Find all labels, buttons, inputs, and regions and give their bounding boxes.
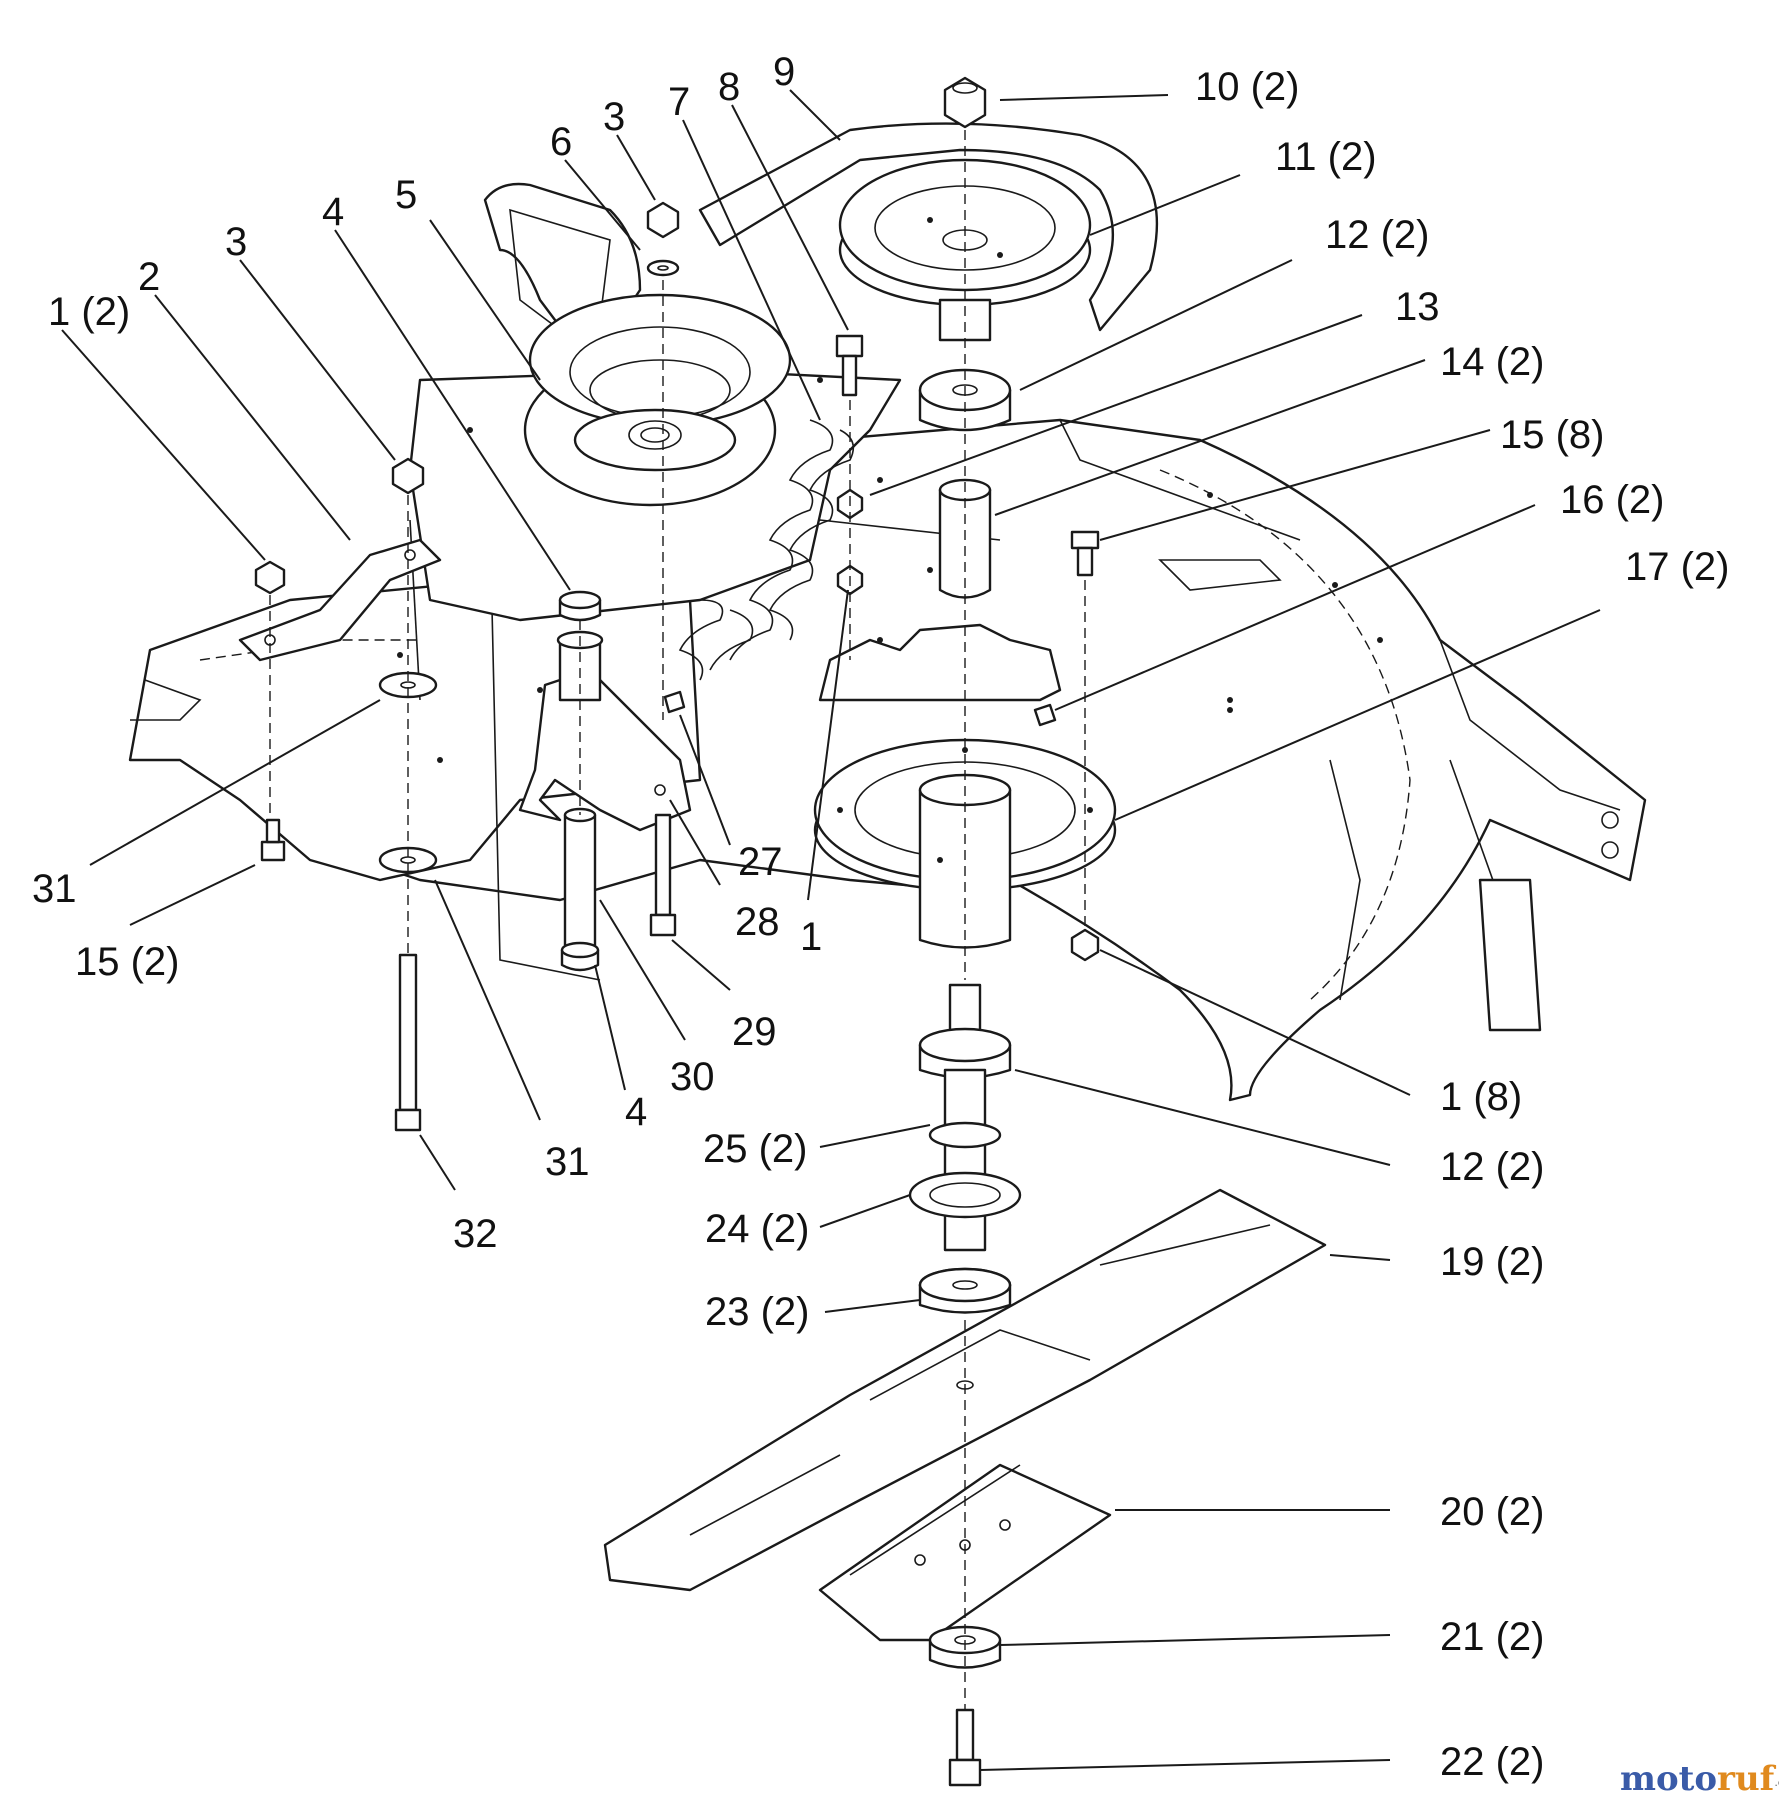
callout-20-2: 20 (2) (1440, 1490, 1545, 1534)
callout-11-2: 11 (2) (1275, 135, 1377, 179)
callout-3-top: 3 (603, 95, 625, 139)
callout-8: 8 (718, 65, 740, 109)
callout-4-top: 4 (322, 190, 344, 234)
callout-22-2: 22 (2) (1440, 1740, 1545, 1784)
callout-23-2: 23 (2) (705, 1290, 810, 1334)
callout-17-2: 17 (2) (1625, 545, 1730, 589)
callout-15-2: 15 (2) (75, 940, 180, 984)
blade-spindle-stack (908, 983, 1022, 1314)
callout-4-bottom: 4 (625, 1090, 647, 1134)
callout-labels: 1 (2) 2 3 4 5 6 3 7 8 9 10 (2) 11 (2) 12… (32, 50, 1730, 1784)
pivot-shaft (560, 807, 600, 972)
watermark-logo: motoruf.de (1620, 1759, 1779, 1799)
leader-lines (61, 89, 1601, 1771)
bushing-top (558, 590, 602, 622)
callout-28: 28 (735, 900, 780, 944)
v-belt (698, 122, 1159, 332)
callout-27: 27 (738, 840, 783, 884)
svg-text:motoruf.de: motoruf.de (1620, 1759, 1779, 1799)
callout-14-2: 14 (2) (1440, 340, 1545, 384)
hardware (238, 201, 1100, 1132)
callout-12-2-top: 12 (2) (1325, 213, 1430, 257)
callout-13: 13 (1395, 285, 1440, 329)
callout-29: 29 (732, 1010, 777, 1054)
callout-25-2: 25 (2) (703, 1127, 808, 1171)
callout-19-2: 19 (2) (1440, 1240, 1545, 1284)
callout-6: 6 (550, 120, 572, 164)
idler-pulley (523, 293, 792, 507)
callout-31-bottom: 31 (545, 1140, 590, 1184)
callout-9: 9 (773, 50, 795, 94)
callout-15-8: 15 (8) (1500, 413, 1605, 457)
callout-30: 30 (670, 1055, 715, 1099)
callout-24-2: 24 (2) (705, 1207, 810, 1251)
assembly-center-lines (269, 130, 1086, 1710)
callout-32: 32 (453, 1212, 498, 1256)
callout-16-2: 16 (2) (1560, 478, 1665, 522)
spindle-sleeve (938, 478, 992, 599)
callout-21-2: 21 (2) (1440, 1615, 1545, 1659)
callout-1-8: 1 (8) (1440, 1075, 1522, 1119)
callout-3-left: 3 (225, 220, 247, 264)
callout-12-2-bottom: 12 (2) (1440, 1145, 1545, 1189)
callout-31-top: 31 (32, 867, 77, 911)
hex-nut (943, 76, 987, 129)
callout-1-2: 1 (2) (48, 290, 130, 334)
callout-2: 2 (138, 255, 160, 299)
callout-10-2: 10 (2) (1195, 65, 1300, 109)
callout-1-mid: 1 (800, 915, 822, 959)
extension-spring (678, 419, 855, 681)
callout-7: 7 (668, 80, 690, 124)
callout-5: 5 (395, 173, 417, 217)
